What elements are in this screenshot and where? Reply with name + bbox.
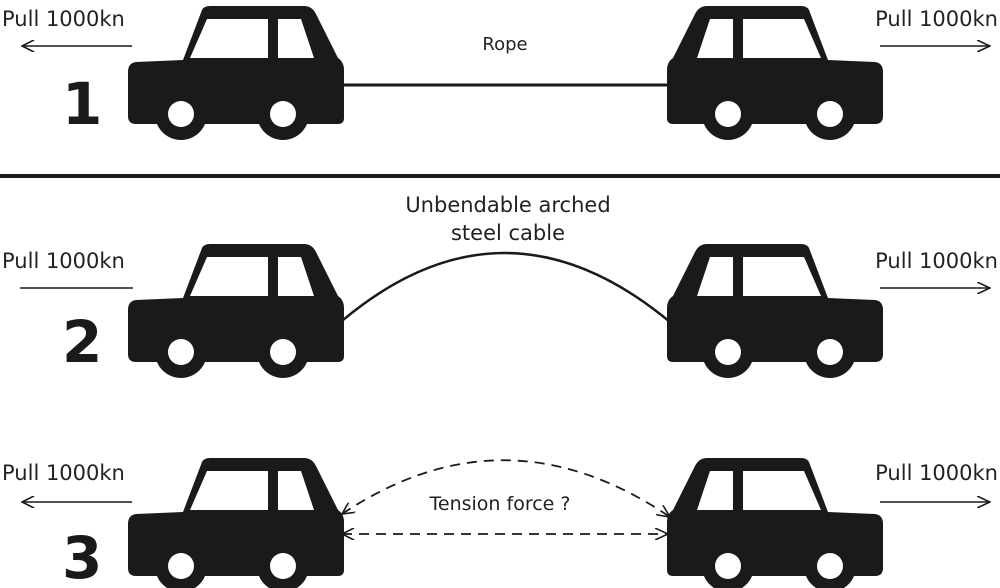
right-car-icon [667,458,883,588]
right-pull-label: Pull 1000kn [875,249,998,273]
panel-number: 3 [62,524,102,588]
rope-label: Rope [482,34,527,55]
right-car-icon [667,244,883,378]
panel-3: Pull 1000kn 3 Tension force ? Pull 1000k… [2,458,998,588]
panel-number: 2 [62,308,102,376]
dashed-arc-arrow [342,459,670,517]
arched-steel-cable [342,251,671,323]
left-car-icon [128,244,344,378]
right-pull-label: Pull 1000kn [875,461,998,485]
left-pull-label: Pull 1000kn [2,461,125,485]
left-car-icon [128,6,344,140]
tension-force-label: Tension force ? [429,493,571,515]
left-pull-label: Pull 1000kn [2,249,125,273]
panel-1: Pull 1000kn 1 Rope Pull 1000kn [2,6,998,140]
cable-label-line1: Unbendable arched [405,193,610,217]
left-car-icon [128,458,344,588]
right-pull-label: Pull 1000kn [875,7,998,31]
panel-number: 1 [62,70,102,138]
right-car-icon [667,6,883,140]
cable-label-line2: steel cable [451,221,565,245]
panel-2: Pull 1000kn 2 Unbendable arched steel ca… [2,193,998,378]
left-pull-label: Pull 1000kn [2,7,125,31]
